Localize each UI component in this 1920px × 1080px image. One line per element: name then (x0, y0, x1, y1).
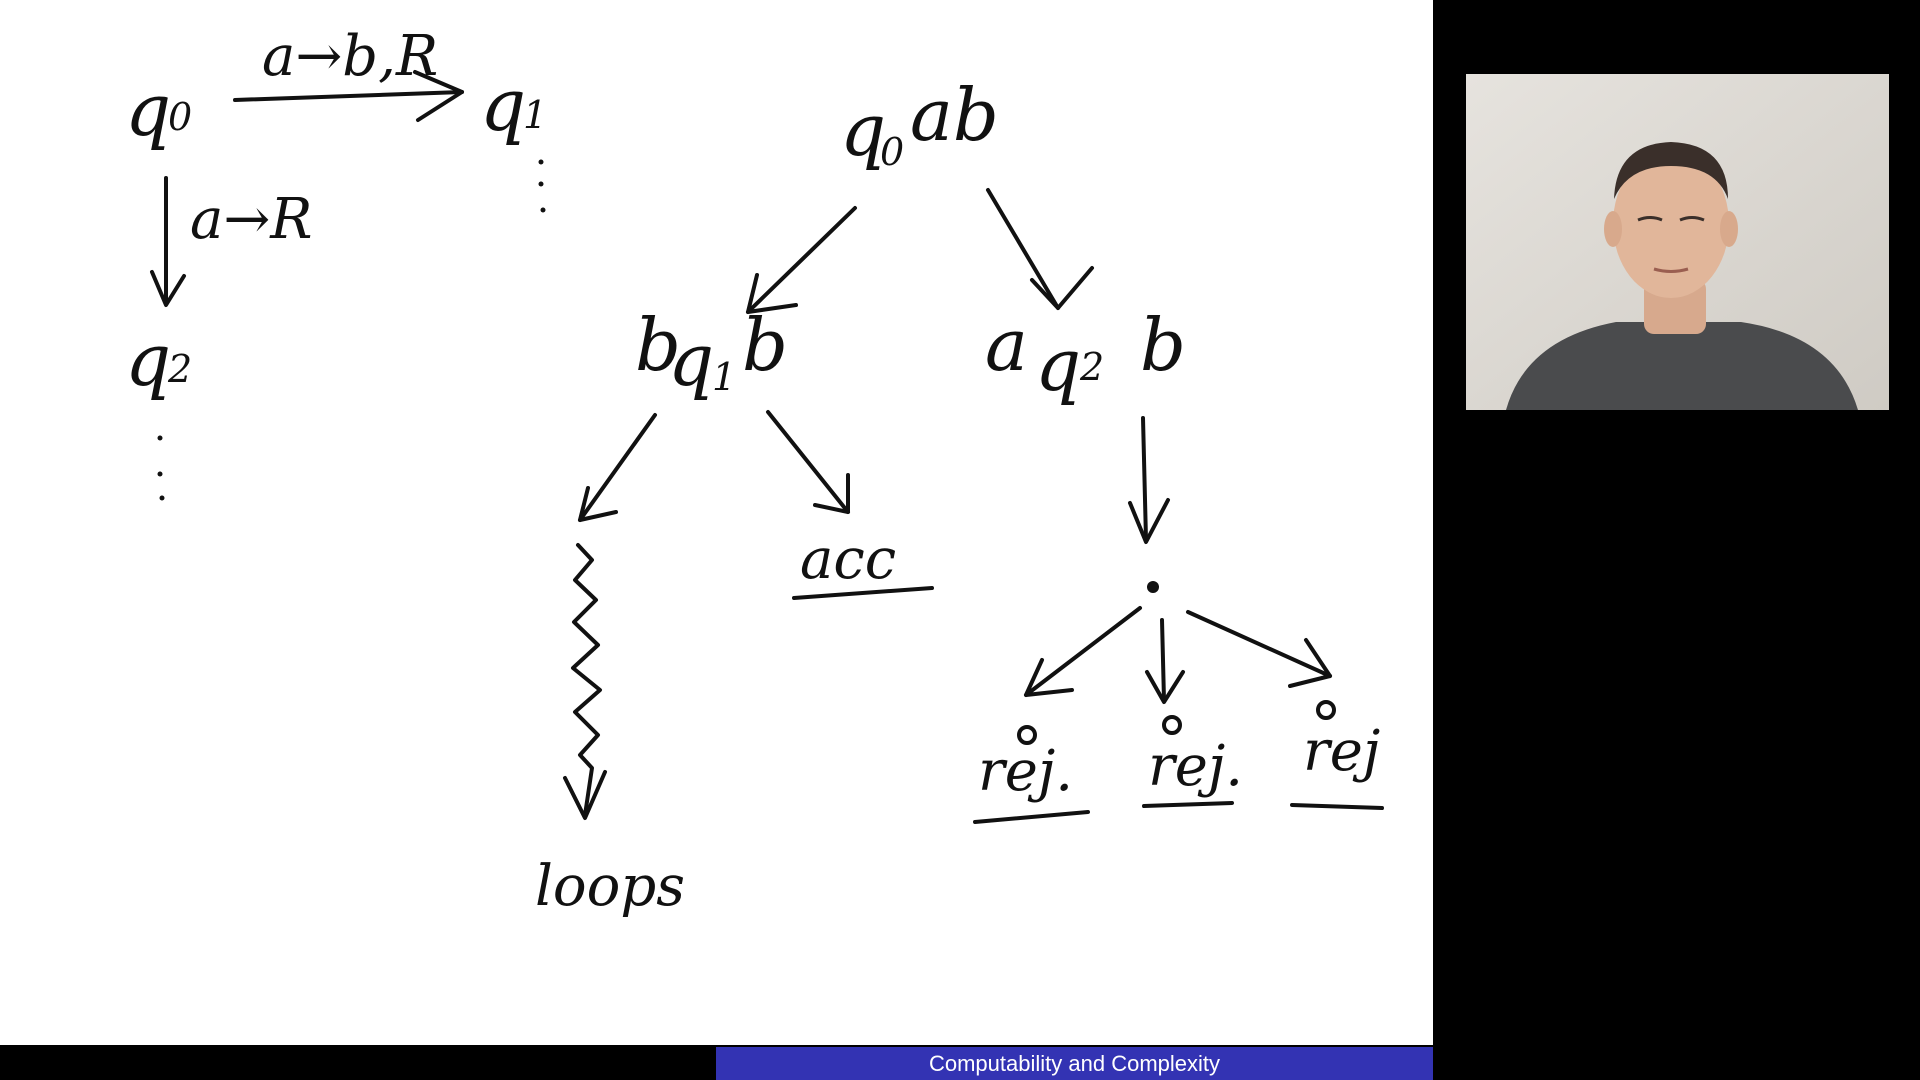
rej-underline-2 (1142, 801, 1234, 808)
rej-underline-1 (973, 810, 1090, 824)
q2-ellipsis-dot (157, 471, 163, 477)
q1-ellipsis-dot (538, 159, 544, 165)
edge-right-down-head (1128, 498, 1170, 544)
edge-root-right-head (1030, 266, 1094, 310)
tree-root-sub: 0 (880, 130, 904, 174)
edge-root-right (986, 188, 1060, 310)
edge-branch-rej2 (1160, 618, 1166, 702)
tree-left-sub: 1 (712, 355, 736, 399)
state-q0: q (125, 68, 171, 152)
rej-label-3: rej (1303, 719, 1380, 784)
rej-label-2: rej. (1148, 734, 1243, 799)
lecture-slide: q 0 a→b,R q 1 a→R q 2 q 0 (0, 0, 1433, 1045)
tree-left-state: q (668, 318, 714, 402)
edge-left-loop (578, 413, 657, 522)
tree-right-state: q (1035, 323, 1081, 407)
rej-underline-3 (1290, 803, 1384, 810)
rej-state-circle (1162, 715, 1182, 735)
transition-q0-q2-label: a→R (190, 187, 312, 252)
q1-ellipsis-dot (538, 181, 544, 187)
arrow-q0-q1 (233, 90, 464, 102)
presenter-video-icon (1466, 74, 1889, 410)
q1-ellipsis-dot (540, 207, 546, 213)
edge-right-down (1141, 416, 1148, 542)
loop-zigzag (571, 543, 602, 817)
tree-left-prefix: b (635, 303, 681, 387)
presenter-webcam (1466, 74, 1889, 410)
q2-ellipsis-dot (157, 435, 163, 441)
tree-root-tape: ab (910, 73, 999, 157)
tree-right-sub: 2 (1079, 345, 1104, 389)
rej-label-1: rej. (978, 739, 1073, 804)
rej-state-circle (1017, 725, 1037, 745)
state-q1-sub: 1 (523, 93, 547, 137)
q2-ellipsis-dot (159, 495, 165, 501)
rej-state-circle (1316, 700, 1336, 720)
state-q1: q (480, 63, 526, 147)
acc-underline (792, 586, 934, 600)
branch-node (1147, 581, 1159, 593)
edge-branch-rej1-head (1024, 658, 1074, 697)
arrow-q0-q1-head (413, 70, 464, 122)
edge-left-loop-head (578, 486, 618, 522)
arrow-q0-q2-head (150, 270, 186, 307)
edge-branch-rej1 (1024, 606, 1142, 697)
state-q2: q (125, 318, 171, 402)
edge-branch-rej3-head (1288, 638, 1332, 688)
edge-left-acc (766, 410, 850, 514)
loop-zigzag-head (563, 770, 607, 820)
loops-label: loops (535, 854, 685, 919)
state-q2-sub: 2 (167, 347, 192, 391)
transition-q0-q1-label: a→b,R (262, 24, 438, 89)
tree-root-state: q (840, 88, 886, 172)
edge-branch-rej2-head (1145, 670, 1185, 704)
tree-left-suffix: b (742, 303, 788, 387)
edge-root-left-head (746, 273, 798, 314)
course-title: Computability and Complexity (716, 1047, 1433, 1080)
acc-label: acc (800, 527, 896, 592)
tree-right-prefix: a (985, 303, 1028, 387)
edge-root-left (746, 206, 857, 314)
edge-left-acc-head (813, 473, 850, 514)
state-q0-sub: 0 (168, 95, 192, 139)
tree-right-suffix: b (1140, 303, 1186, 387)
edge-branch-rej3 (1186, 610, 1332, 678)
handwriting-canvas: q 0 a→b,R q 1 a→R q 2 q 0 (125, 24, 1384, 919)
